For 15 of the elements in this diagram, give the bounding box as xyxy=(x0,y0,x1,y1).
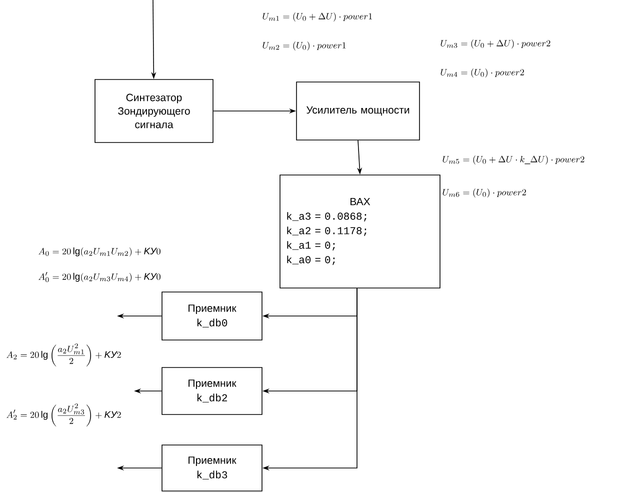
formula: $U_{m5}=(U_0+\Delta U\cdot k\_\Delta U)\cdot power2$ xyxy=(442,155,584,164)
block-box: Синтезатор Зондирующего сигнала xyxy=(94,79,214,143)
formula: $A_0=20\lg(a_2U_{m1}U_{m2})+\textit{KУ}0$ xyxy=(38,247,160,257)
formula: $U_{m4}=(U_0)\cdot power2$ xyxy=(440,68,524,78)
formula: $U_{m3}=(U_0+\Delta U)\cdot power2$ xyxy=(440,40,550,48)
block-box: ВАХ k_a3 = 0.0868; k_a2 = 0.1178; k_a1 = 0; k_a0 = 0; xyxy=(280,174,440,288)
formula: $A_0'=20\lg(a_2U_{m3}U_{m4})+\textit{KУ}0$ xyxy=(38,272,160,282)
formula: $A_2'=20\lg\left(\frac{a_2U_{m3}^2}{2}\right)+\textit{KУ}2$ xyxy=(6,404,121,426)
formula: $U_{m1}=(U_0+\Delta U)\cdot power1$ xyxy=(262,12,372,22)
block-box: Приемник k_db0 xyxy=(162,292,262,340)
formula: $U_{m2}=(U_0)\cdot power1$ xyxy=(262,41,346,50)
block-box: Приемник k_db3 xyxy=(162,444,262,492)
block-box: Усилитель мощности xyxy=(296,82,420,140)
formula: $A_2=20\lg\left(\frac{a_2U_{m1}^2}{2}\right)+\textit{KУ}2$ xyxy=(6,344,121,366)
block-box: Приемник k_db2 xyxy=(162,367,262,415)
